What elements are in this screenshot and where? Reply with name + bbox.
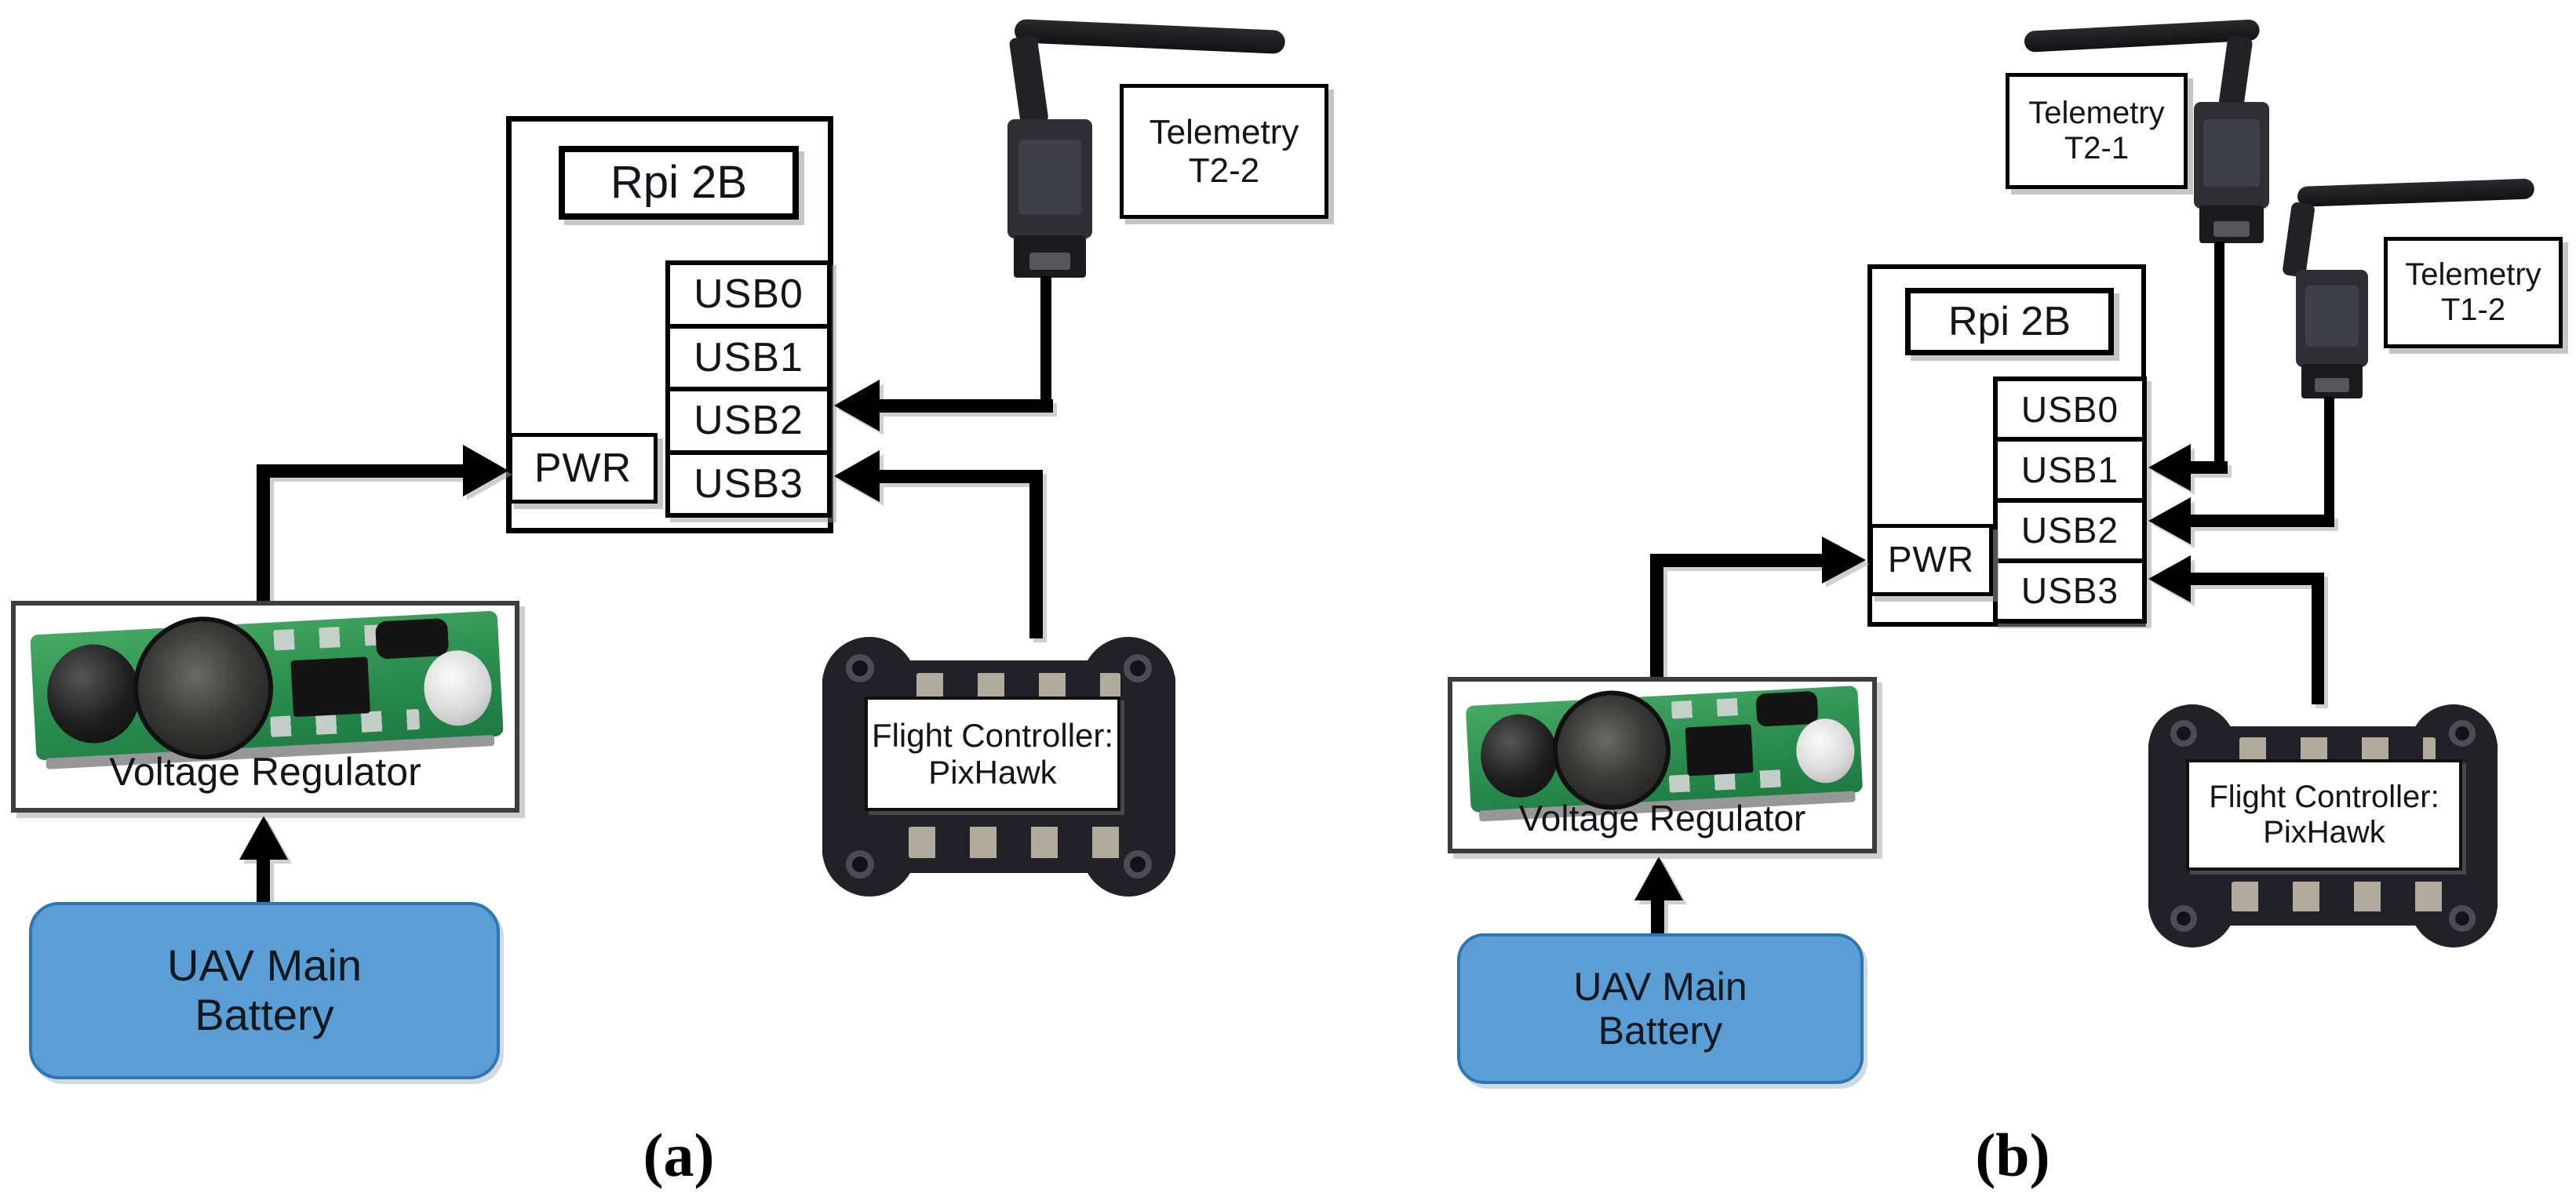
rpi-title-b: Rpi 2B xyxy=(1947,298,2071,344)
arrowhead-right-icon xyxy=(1822,537,1866,584)
usb0-port-a: USB0 xyxy=(670,265,827,329)
flight-controller-label-box-a: Flight Controller: PixHawk xyxy=(865,697,1120,811)
arrowhead-up-icon xyxy=(239,816,288,860)
ic-chip-icon xyxy=(1685,724,1754,777)
battery-label-a: UAV Main Battery xyxy=(167,940,362,1039)
usb-port-stack-a: USB0 USB1 USB2 USB3 xyxy=(665,260,832,518)
flight-controller-label-a: Flight Controller: PixHawk xyxy=(871,716,1114,791)
fc-connector-pads-icon xyxy=(2239,737,2436,762)
usb3-port-a: USB3 xyxy=(694,460,803,507)
screw-hole-icon xyxy=(1124,654,1152,682)
arrowhead-up-icon xyxy=(1634,857,1683,900)
screw-hole-icon xyxy=(1124,850,1152,878)
usb0-port-b: USB0 xyxy=(1998,381,2142,442)
dongle-usb-contact-icon xyxy=(2213,221,2250,237)
screw-hole-icon xyxy=(846,654,874,682)
rpi-title-box-b: Rpi 2B xyxy=(1905,288,2114,355)
voltage-regulator-pcb-icon xyxy=(30,610,504,769)
dongle-panel-icon xyxy=(2305,286,2359,347)
screw-hole-icon xyxy=(2170,720,2197,747)
caption-a: (a) xyxy=(643,1121,715,1189)
antenna-icon xyxy=(1014,19,1286,55)
antenna-mast-icon xyxy=(1008,35,1049,126)
screw-hole-icon xyxy=(2170,905,2197,932)
antenna-icon xyxy=(2297,178,2535,207)
voltage-regulator-label-a: Voltage Regulator xyxy=(109,750,421,794)
component-icon xyxy=(374,617,450,660)
rpi-title-box-a: Rpi 2B xyxy=(559,146,799,220)
uav-main-battery-b: UAV Main Battery xyxy=(1457,933,1864,1084)
fc-connector-pads-icon xyxy=(909,827,1136,858)
uav-main-battery-a: UAV Main Battery xyxy=(29,902,500,1079)
telemetry-t2-2-label-box: Telemetry T2-2 xyxy=(1120,84,1328,219)
arrowhead-left-icon xyxy=(834,450,880,502)
usb3-port-b: USB3 xyxy=(2020,570,2119,612)
capacitor-icon xyxy=(422,649,494,728)
telemetry-t2-1-label-box: Telemetry T2-1 xyxy=(2006,73,2188,189)
antenna-icon xyxy=(2024,19,2261,53)
flight-controller-board-a: Flight Controller: PixHawk xyxy=(822,637,1175,897)
flight-controller-label-b: Flight Controller: PixHawk xyxy=(2209,780,2439,849)
dongle-usb-contact-icon xyxy=(1029,253,1070,270)
capacitor-icon xyxy=(1478,712,1560,800)
usb1-port-a: USB1 xyxy=(670,329,827,391)
telemetry-t1-2-label: Telemetry T1-2 xyxy=(2405,257,2541,327)
arrowhead-left-icon xyxy=(2148,444,2191,491)
telemetry-t1-2-label-box: Telemetry T1-2 xyxy=(2384,237,2563,348)
dongle-usb-contact-icon xyxy=(2315,378,2349,392)
telemetry-t2-2-label: Telemetry T2-2 xyxy=(1149,112,1299,190)
dongle-panel-icon xyxy=(1018,140,1081,215)
voltage-regulator-box-b: Voltage Regulator xyxy=(1448,677,1877,853)
ic-chip-icon xyxy=(290,657,371,718)
dongle-cable-t2-1 xyxy=(2214,242,2224,463)
voltage-regulator-box-a: Voltage Regulator xyxy=(11,601,519,813)
fc-connector-pads-icon xyxy=(2232,882,2451,911)
pwr-label-b: PWR xyxy=(1887,539,1975,580)
battery-label-b: UAV Main Battery xyxy=(1573,965,1747,1053)
usb-port-stack-b: USB0 USB1 USB2 USB3 xyxy=(1993,376,2147,624)
screw-hole-icon xyxy=(846,850,874,878)
rpi-title-a: Rpi 2B xyxy=(610,156,748,208)
voltage-regulator-pcb-icon xyxy=(1465,686,1864,822)
capacitor-icon xyxy=(1794,717,1856,785)
usb1-port-b: USB1 xyxy=(1998,442,2142,503)
usb2-port-b: USB2 xyxy=(1998,503,2142,563)
arrowhead-left-icon xyxy=(2148,497,2191,544)
fc-connector-pads-icon xyxy=(916,673,1120,700)
dongle-cable-a xyxy=(1040,276,1051,403)
usb2-port-a: USB2 xyxy=(670,391,827,455)
pwr-port-a: PWR xyxy=(508,433,658,504)
flight-controller-label-box-b: Flight Controller: PixHawk xyxy=(2186,759,2462,871)
antenna-mast-icon xyxy=(2282,201,2315,278)
dongle-panel-icon xyxy=(2203,119,2260,187)
capacitor-icon xyxy=(129,613,277,763)
capacitor-icon xyxy=(45,642,143,746)
flight-controller-board-b: Flight Controller: PixHawk xyxy=(2148,704,2498,948)
pwr-label-a: PWR xyxy=(534,445,632,491)
screw-hole-icon xyxy=(2449,905,2476,932)
fc-lobe-icon xyxy=(2148,860,2236,948)
capacitor-icon xyxy=(1550,687,1674,813)
arrowhead-left-icon xyxy=(2148,555,2191,602)
telemetry-t2-1-label: Telemetry T2-1 xyxy=(2028,96,2165,166)
caption-b: (b) xyxy=(1975,1121,2050,1189)
screw-hole-icon xyxy=(2449,720,2476,747)
voltage-regulator-label-b: Voltage Regulator xyxy=(1518,798,1806,839)
arrowhead-right-icon xyxy=(463,445,508,497)
arrowhead-left-icon xyxy=(834,380,880,431)
dongle-cable-t1-2 xyxy=(2324,397,2334,527)
component-icon xyxy=(1755,690,1819,727)
fc-lobe-icon xyxy=(822,802,916,897)
pwr-port-b: PWR xyxy=(1869,524,1993,596)
